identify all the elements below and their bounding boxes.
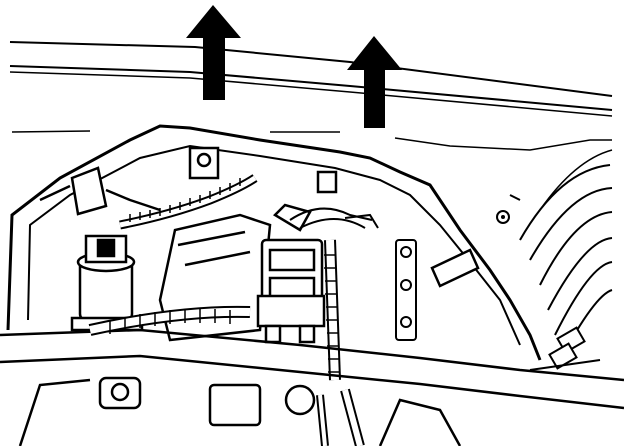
wiring-harness-lower [88, 305, 251, 336]
right-harness-clip [430, 248, 480, 288]
removal-arrow-right [347, 36, 402, 128]
left-harness-clip [39, 166, 161, 216]
fuel-rail [395, 239, 417, 341]
left-canister [70, 234, 144, 332]
wiring-harness-upper [119, 174, 258, 230]
ignition-coil-pack [256, 203, 326, 344]
vertical-harness [324, 239, 341, 381]
lower-components [18, 376, 462, 446]
upper-panel [9, 41, 613, 151]
removal-arrow-left [186, 5, 241, 100]
fastener-bolt [496, 210, 510, 224]
front-crossmember [0, 328, 624, 410]
right-connector [529, 326, 601, 371]
top-bracket [188, 146, 338, 194]
coil-wires [289, 207, 379, 229]
fastener-bolt-center [501, 215, 505, 219]
